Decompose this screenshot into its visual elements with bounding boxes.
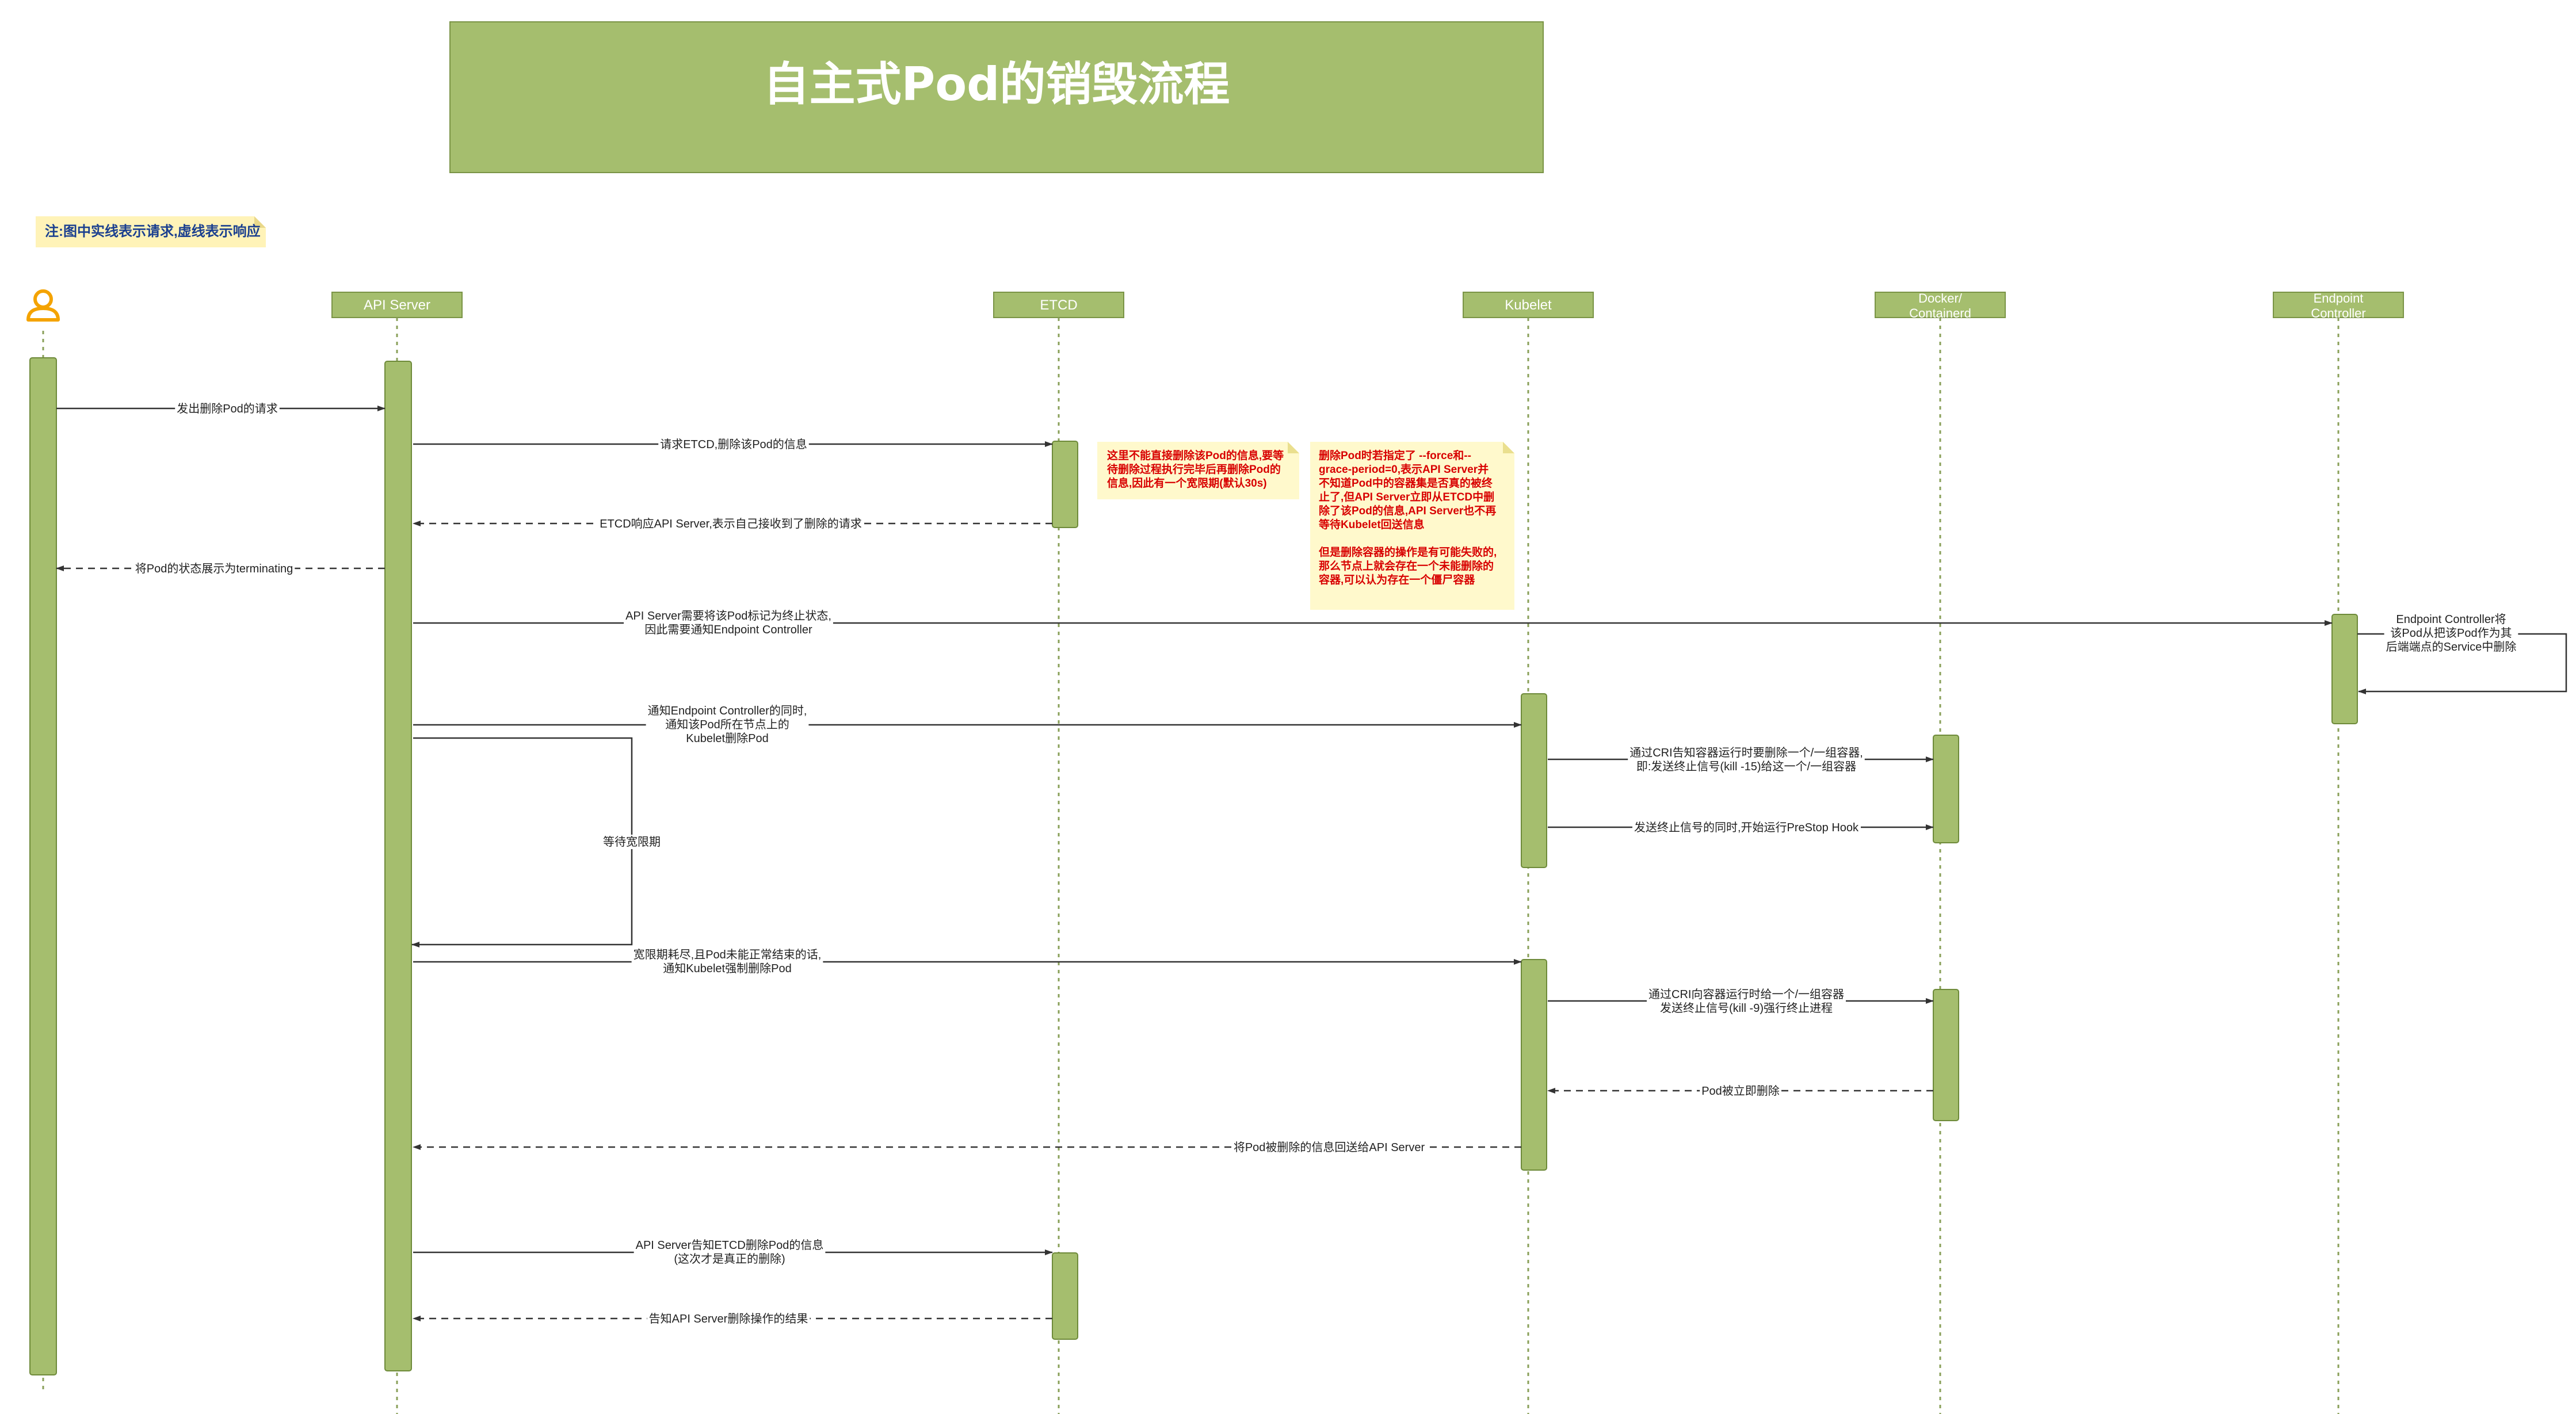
label-background [633, 1238, 826, 1266]
participant-header-etcd: ETCD [993, 292, 1124, 318]
note-force-delete: 删除Pod时若指定了 --force和--grace-period=0,表示AP… [1310, 442, 1514, 610]
diagram-title: 自主式Pod的销毁流程 [764, 58, 1230, 111]
activation-bars [29, 357, 2358, 1375]
message-m8-arrow [411, 737, 633, 947]
message-m6-label: Endpoint Controller将该Pod从把该Pod作为其后端端点的Se… [2386, 613, 2517, 654]
participant-label-api: API Server [364, 297, 430, 313]
participant-header-kubelet: Kubelet [1463, 292, 1594, 318]
activation-etcd-2 [1052, 1252, 1078, 1340]
activation-kubelet-2 [1521, 959, 1547, 1171]
activation-kubelet-1 [1521, 693, 1547, 868]
label-background [1632, 820, 1861, 835]
label-background [1628, 746, 1865, 774]
label-background [598, 517, 864, 531]
participant-label-etcd: ETCD [1040, 297, 1077, 313]
message-m12-label: 通过CRI向容器运行时给一个/一组容器发送终止信号(kill -9)强行终止进程 [1648, 988, 1844, 1015]
label-background [175, 402, 280, 416]
message-m10-label: 发送终止信号的同时,开始运行PreStop Hook [1634, 821, 1859, 834]
message-m4-label: 将Pod的状态展示为terminating [135, 562, 293, 575]
activation-docker-1 [1933, 735, 1959, 843]
activation-api [384, 361, 412, 1371]
user-actor-icon [26, 289, 60, 322]
activation-etcd-1 [1052, 441, 1078, 528]
activation-user [29, 357, 57, 1375]
participant-header-docker: Docker/Containerd [1875, 291, 2006, 320]
message-m15-label: API Server告知ETCD删除Pod的信息(这次才是真正的删除) [636, 1239, 824, 1266]
label-background [631, 947, 823, 976]
note-grace-period: 这里不能直接删除该Pod的信息,要等待删除过程执行完毕后再删除Pod的信息,因此… [1097, 442, 1299, 499]
message-labels: 发出删除Pod的请求 请求ETCD,删除该Pod的信息 ETCD响应API Se… [133, 402, 2518, 1326]
message-m16-label: 告知API Server删除操作的结果 [649, 1312, 808, 1325]
label-background [624, 609, 833, 637]
message-m3-label: ETCD响应API Server,表示自己接收到了删除的请求 [600, 517, 862, 530]
legend-note: 注:图中实线表示请求,虚线表示响应 [36, 216, 266, 247]
message-m8-label: 等待宽限期 [603, 835, 661, 849]
message-m14-label: 将Pod被删除的信息回送给API Server [1234, 1141, 1425, 1154]
message-m2-label: 请求ETCD,删除该Pod的信息 [660, 438, 807, 451]
label-background [647, 1312, 810, 1326]
message-m5-label: API Server需要将该Pod标记为终止状态,因此需要通知Endpoint … [625, 609, 831, 636]
message-m13-label: Pod被立即删除 [1701, 1084, 1780, 1098]
message-m11-label: 宽限期耗尽,且Pod未能正常结束的话,通知Kubelet强制删除Pod [633, 948, 822, 975]
legend-text: 注:图中实线表示请求,虚线表示响应 [45, 223, 261, 239]
message-m1-label: 发出删除Pod的请求 [177, 402, 278, 415]
participant-label-docker: Docker/Containerd [1909, 291, 1971, 320]
message-m9-label: 通过CRI告知容器运行时要删除一个/一组容器,即:发送终止信号(kill -15… [1629, 746, 1863, 773]
note-grace-period-text: 这里不能直接删除该Pod的信息,要等待删除过程执行完毕后再删除Pod的信息,因此… [1107, 449, 1284, 490]
label-background [1647, 987, 1846, 1015]
label-background [646, 704, 809, 746]
activation-docker-2 [1933, 989, 1959, 1121]
label-background [658, 437, 809, 452]
participant-label-kubelet: Kubelet [1505, 297, 1552, 313]
participant-header-api: API Server [331, 292, 463, 318]
activation-endpoint [2331, 614, 2358, 724]
label-background [133, 561, 295, 576]
label-background [601, 835, 662, 849]
label-background [1231, 1140, 1427, 1155]
label-background [1700, 1084, 1781, 1098]
label-background [2384, 612, 2518, 654]
title-banner: 自主式Pod的销毁流程 [449, 21, 1544, 173]
note-force-delete-text: 删除Pod时若指定了 --force和--grace-period=0,表示AP… [1318, 449, 1497, 586]
